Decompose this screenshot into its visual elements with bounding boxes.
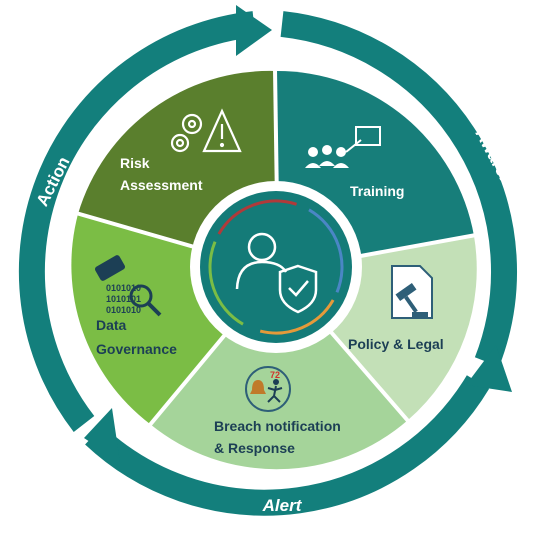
breach-label-line2: & Response bbox=[214, 440, 295, 456]
alarm-runner-icon: 72 bbox=[245, 366, 291, 412]
ring-label-alert: Alert bbox=[262, 496, 303, 515]
outer-cycle-ring bbox=[18, 5, 518, 516]
svg-text:1010101: 1010101 bbox=[106, 294, 141, 304]
svg-text:0101010: 0101010 bbox=[106, 305, 141, 315]
data-label-line1: Data bbox=[96, 317, 127, 333]
segment-label-risk: Risk Assessment bbox=[120, 155, 203, 193]
segment-label-policy: Policy & Legal bbox=[348, 336, 444, 352]
binary-magnifier-icon: 0101010 1010101 0101010 bbox=[94, 255, 162, 317]
breach-badge: 72 bbox=[270, 370, 280, 380]
ring-arrowhead-left bbox=[84, 408, 120, 462]
risk-label-line2: Assessment bbox=[120, 177, 203, 193]
ring-arc-alert bbox=[85, 375, 490, 516]
segment-label-training: Training bbox=[350, 183, 404, 199]
ring-arrowhead-right bbox=[466, 345, 512, 392]
ring-arrowhead-top bbox=[236, 5, 272, 56]
ring-arc-action bbox=[18, 11, 256, 432]
segment-label-data: Data Governance bbox=[96, 317, 177, 357]
gears-warning-icon bbox=[170, 108, 242, 153]
svg-text:0101010: 0101010 bbox=[106, 283, 141, 293]
segment-label-breach: Breach notification & Response bbox=[214, 418, 345, 456]
risk-label-line1: Risk bbox=[120, 155, 150, 171]
data-label-line2: Governance bbox=[96, 341, 177, 357]
presentation-audience-icon bbox=[305, 126, 381, 168]
center-hub bbox=[190, 181, 362, 353]
ring-arc-awareness bbox=[280, 11, 518, 367]
gavel-document-icon bbox=[391, 265, 433, 319]
breach-label-line1: Breach notification bbox=[214, 418, 341, 434]
user-shield-icon bbox=[235, 232, 318, 314]
